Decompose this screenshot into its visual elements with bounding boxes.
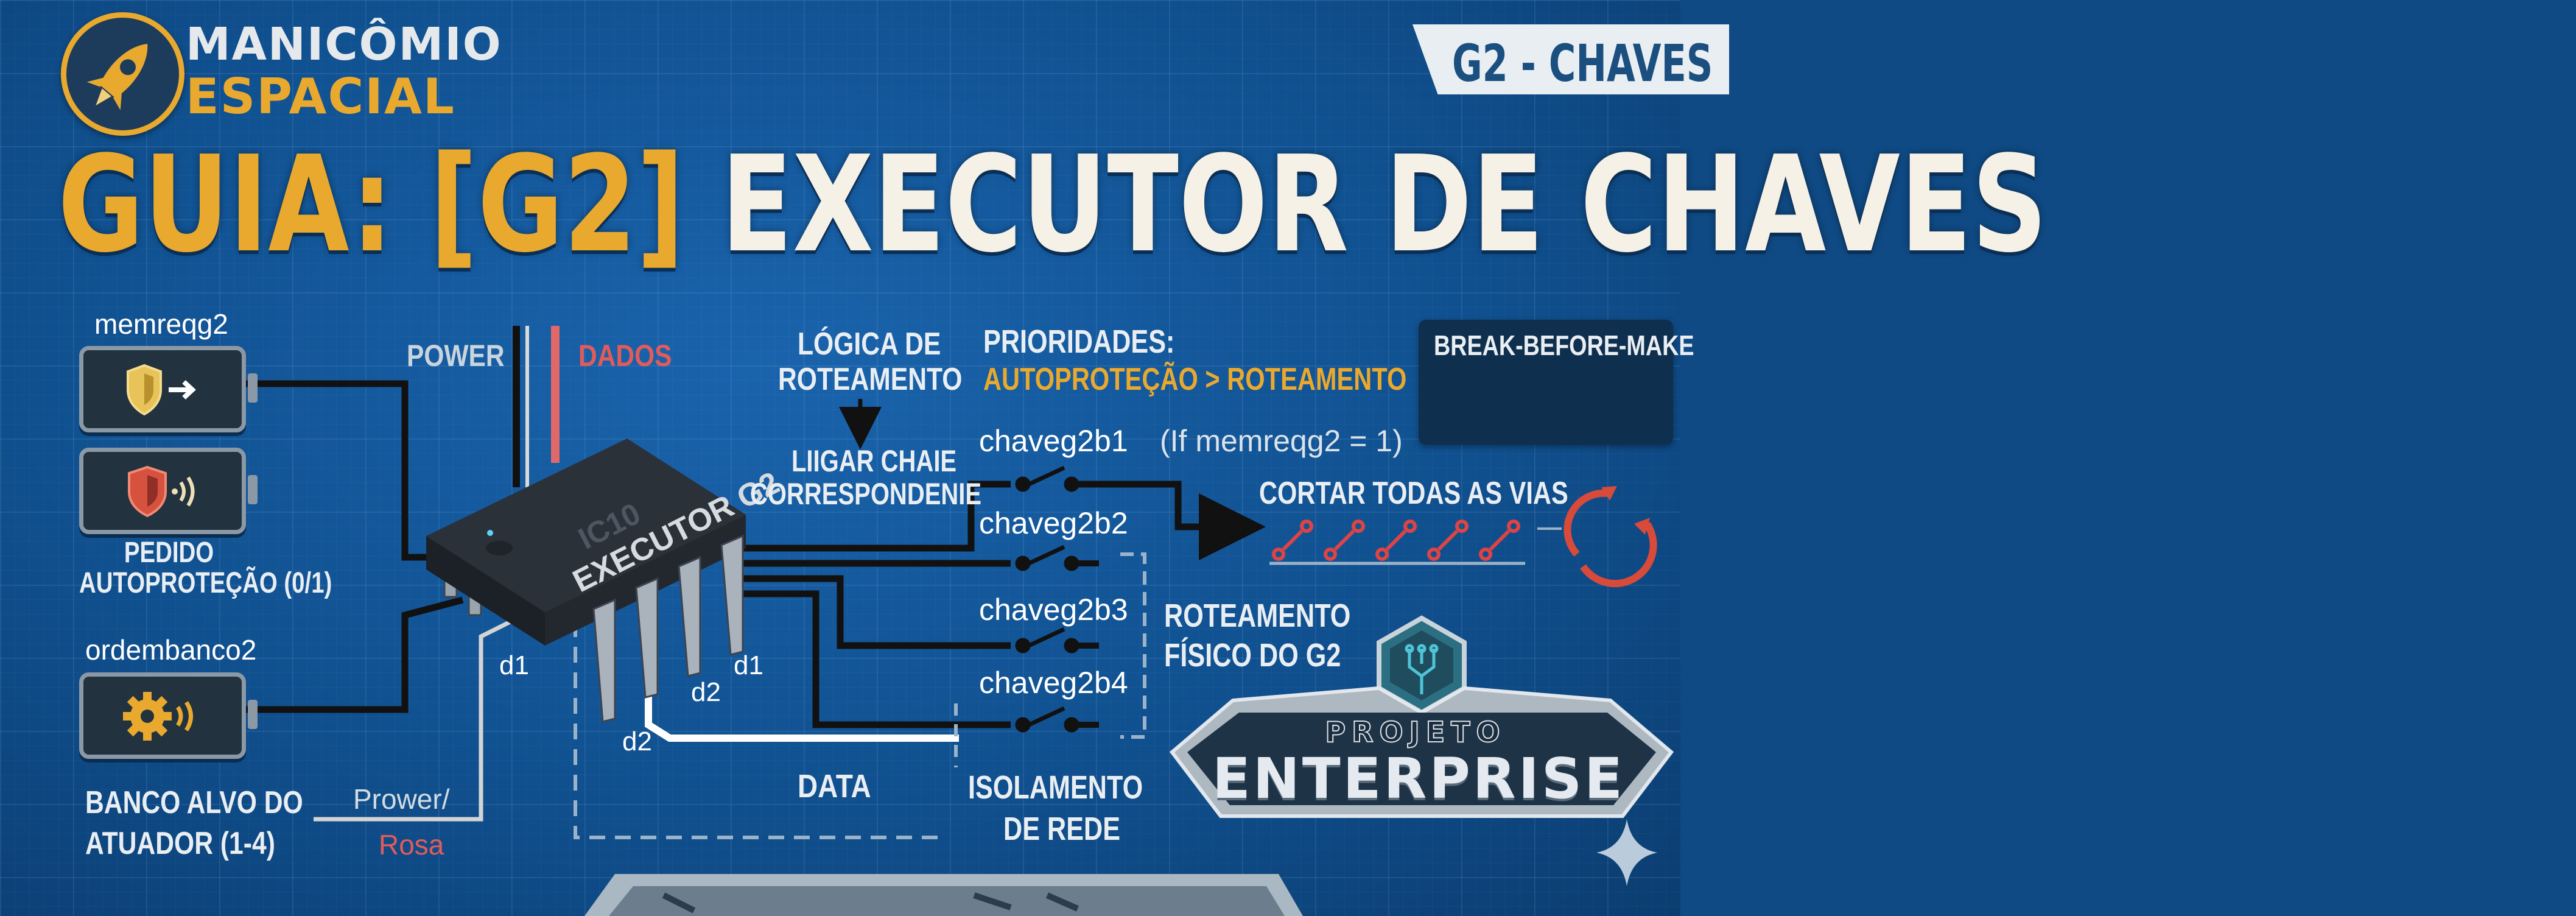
ordembanco2-caption-1: BANCO ALVO DO bbox=[85, 784, 351, 821]
priorities-heading: PRIORIDADES: bbox=[983, 323, 1223, 361]
logic-heading-1: LÓGICA DE bbox=[798, 326, 972, 362]
memreqg2-battery bbox=[79, 346, 258, 432]
logic-line1: LÓGICA DE bbox=[798, 326, 941, 362]
section-tag: G2 - CHAVES bbox=[1452, 33, 1814, 93]
logic-result-2: CORRESPONDENIE bbox=[750, 476, 1039, 512]
gear-signal-icon bbox=[123, 692, 193, 741]
sparkle-icon bbox=[1596, 819, 1657, 886]
dados-label-text: DADOS bbox=[578, 339, 672, 373]
logic-result1: LIIGAR CHAIE bbox=[791, 444, 957, 478]
switch-label-4: chaveg2b4 bbox=[979, 666, 1128, 700]
break-before-make-label: BREAK-BEFORE-MAKE bbox=[1434, 329, 1751, 362]
break-before-make-text: BREAK-BEFORE-MAKE bbox=[1434, 329, 1694, 361]
ordembanco2-label: ordembanco2 bbox=[85, 634, 257, 666]
isolation-label-1: ISOLAMENTO bbox=[968, 769, 1187, 806]
logic-line2: ROTEAMENTO bbox=[778, 362, 963, 397]
switch-label-3: chaveg2b3 bbox=[979, 593, 1128, 627]
project-badge bbox=[1169, 615, 1674, 818]
cut-all-label: CORTAR TODAS AS VIAS bbox=[1259, 475, 1646, 512]
wire-ordembanco2 bbox=[244, 596, 464, 713]
isolation-line1: ISOLAMENTO bbox=[968, 769, 1143, 806]
brand-name-line2: ESPACIAL bbox=[186, 68, 455, 125]
section-tag-bg bbox=[1413, 24, 1729, 94]
power-bus bbox=[513, 326, 529, 487]
chip-front-pins bbox=[592, 534, 744, 723]
autoprotecao-caption-line1: PEDIDO bbox=[124, 537, 214, 569]
ordembanco2-battery bbox=[79, 672, 258, 759]
ordembanco2-caption-2: ATUADOR (1-4) bbox=[85, 825, 317, 862]
autoprotecao-caption-line2: AUTOPROTEÇÃO (0/1) bbox=[79, 567, 332, 599]
wire-power-rosa bbox=[314, 619, 513, 822]
routing-line1: ROTEAMENTO bbox=[1164, 597, 1351, 634]
memreqg2-label: memreqg2 bbox=[94, 308, 228, 340]
autoprotecao-caption-2: AUTOPROTEÇÃO (0/1) bbox=[79, 566, 395, 600]
switch-wires bbox=[731, 481, 1011, 728]
project-line1: PROJETO bbox=[1324, 715, 1506, 749]
power-label: POWER bbox=[407, 338, 522, 373]
pin-d2-mid: d2 bbox=[691, 677, 721, 707]
power-rosa-label-2: Rosa bbox=[379, 829, 444, 861]
power-rosa-label-1: Prower/ bbox=[353, 783, 450, 815]
rocket-icon bbox=[86, 43, 148, 110]
page-title: GUIA: [G2] EXECUTOR DE CHAVES bbox=[58, 139, 2576, 272]
wire-data bbox=[645, 682, 959, 742]
data-label-text: DATA bbox=[798, 768, 871, 805]
pin-d1-left: d1 bbox=[499, 650, 529, 680]
wiring-diagram bbox=[244, 326, 1657, 916]
routing-label-1: ROTEAMENTO bbox=[1164, 597, 1397, 635]
title-prefix: GUIA: [G2] bbox=[58, 128, 685, 282]
cut-links bbox=[1269, 520, 1562, 565]
dados-label: DADOS bbox=[578, 338, 689, 373]
routing-label-2: FÍSICO DO G2 bbox=[1164, 636, 1385, 674]
priorities-value-text: AUTOPROTEÇÃO > ROTEAMENTO bbox=[983, 362, 1407, 397]
section-tag-label: G2 - CHAVES bbox=[1452, 33, 1713, 93]
logic-result-1: LIIGAR CHAIE bbox=[791, 443, 998, 479]
switch-label-1: chaveg2b1 bbox=[979, 424, 1128, 458]
title-main: EXECUTOR DE CHAVES bbox=[721, 128, 2048, 282]
shield-signal-icon bbox=[128, 465, 195, 518]
power-label-text: POWER bbox=[407, 339, 505, 373]
wire-memreqg2 bbox=[244, 380, 438, 561]
switch-outputs bbox=[1078, 560, 1099, 728]
break-before-make-panel bbox=[1419, 320, 1673, 445]
wire-cut-all bbox=[1078, 481, 1266, 560]
autoprotecao-battery bbox=[79, 448, 258, 534]
switch-label-2: chaveg2b2 bbox=[979, 506, 1128, 540]
routing-bracket bbox=[1120, 552, 1146, 739]
pin-d1-right: d1 bbox=[734, 650, 763, 680]
isolation-frame bbox=[574, 621, 941, 839]
logic-result2: CORRESPONDENIE bbox=[750, 477, 982, 511]
isolation-line2: DE REDE bbox=[1003, 811, 1121, 847]
isolation-label-2: DE REDE bbox=[1003, 810, 1149, 848]
priorities-value: AUTOPROTEÇÃO > ROTEAMENTO bbox=[983, 361, 1512, 398]
routing-line2: FÍSICO DO G2 bbox=[1164, 637, 1341, 674]
pin-d2-low: d2 bbox=[622, 727, 652, 756]
cut-all-text: CORTAR TODAS AS VIAS bbox=[1259, 476, 1568, 511]
toolbar-tray bbox=[584, 874, 1303, 916]
autoprotecao-caption: PEDIDO bbox=[82, 536, 256, 569]
priorities-heading-text: PRIORIDADES: bbox=[983, 323, 1175, 360]
blueprint-canvas: MANICÔMIO ESPACIAL G2 - CHAVES GUIA: [G2… bbox=[0, 0, 2048, 916]
condition-label: (If memreqg2 = 1) bbox=[1160, 424, 1403, 458]
project-line2: ENTERPRISE bbox=[1212, 746, 1625, 811]
data-label: DATA bbox=[798, 767, 884, 805]
ordembanco2-caption-line2: ATUADOR (1-4) bbox=[85, 826, 275, 861]
ordembanco2-caption-line1: BANCO ALVO DO bbox=[85, 785, 303, 820]
switches-symbols bbox=[1015, 465, 1079, 733]
brand-name-line1: MANICÔMIO bbox=[186, 18, 502, 71]
logic-heading-2: ROTEAMENTO bbox=[778, 361, 1003, 398]
cycle-icon bbox=[1563, 486, 1657, 588]
shield-arrow-icon bbox=[127, 364, 196, 416]
circuit-icon bbox=[1405, 644, 1439, 694]
brand-logo bbox=[61, 12, 184, 136]
